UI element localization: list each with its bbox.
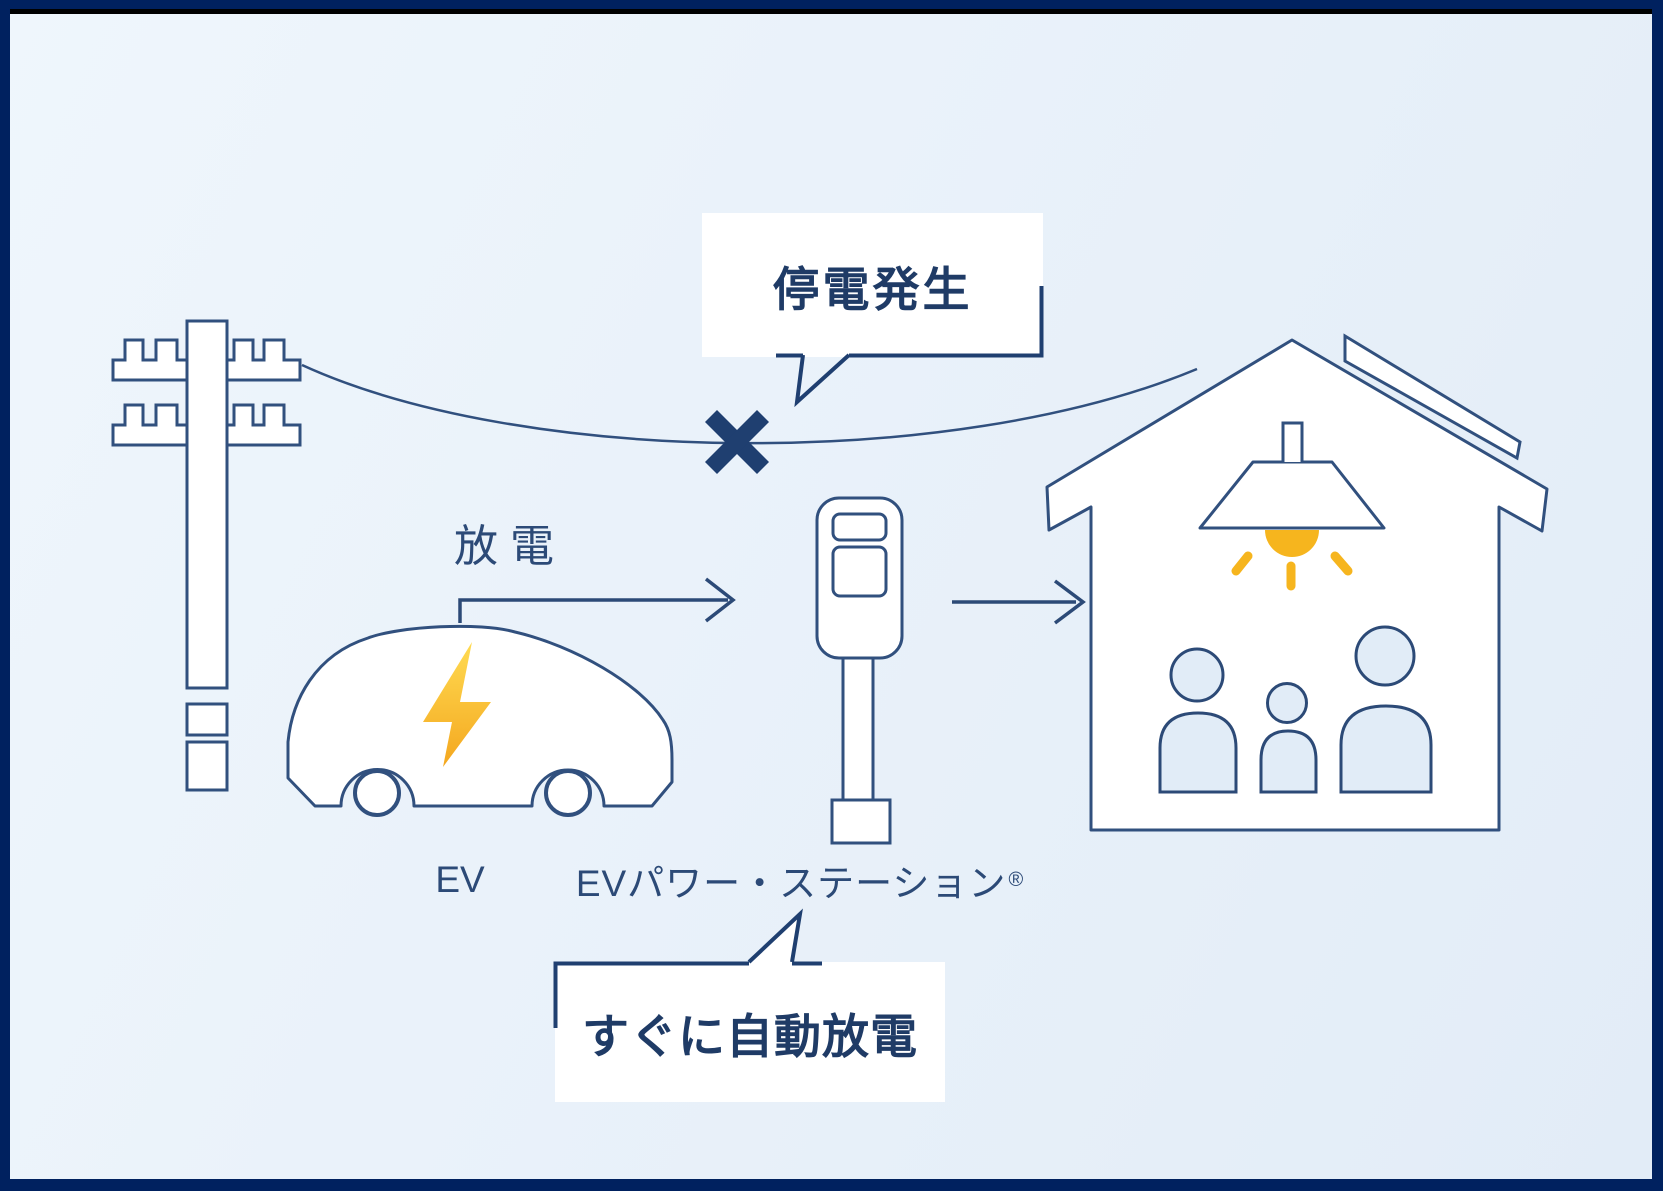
auto-discharge-callout-box: [555, 962, 945, 1102]
utility-pole-icon: [111, 319, 302, 792]
house-outline: [1045, 338, 1549, 832]
auto-discharge-callout-text: すぐに自動放電: [582, 1011, 918, 1064]
ev-car-icon: [286, 624, 674, 817]
ev-power-station-icon: [815, 496, 904, 845]
rear-wheel-icon: [544, 769, 592, 817]
roof-panel-icon: [1343, 333, 1522, 461]
front-wheel-icon: [353, 769, 401, 817]
frame-border-bottom: [0, 1179, 1663, 1191]
top-black-line: [10, 9, 1652, 14]
family-icon: [1158, 625, 1433, 794]
outage-callout-text: 停電発生: [772, 264, 973, 317]
station-label-text: EVパワー・ステーション: [575, 863, 1007, 904]
house-icon: [1045, 333, 1549, 832]
parent-figure: [1158, 647, 1238, 794]
outage-callout-border: [776, 286, 1044, 358]
frame-border-right: [1652, 0, 1663, 1191]
frame-border-left: [0, 0, 10, 1191]
station-label: EVパワー・ステーション®: [565, 858, 1035, 904]
outage-callout-tail: [794, 353, 851, 408]
supply-arrow-icon: [952, 579, 1086, 625]
parent-figure: [1339, 625, 1433, 794]
frame-border-top: [0, 0, 1663, 9]
outage-callout-box: [702, 213, 1043, 357]
lightning-bolt-icon: [423, 642, 491, 767]
outage-callout: [702, 213, 1044, 408]
child-figure: [1259, 682, 1318, 794]
ceiling-lamp-icon: [1198, 421, 1386, 591]
ev-label: EV: [435, 859, 485, 900]
outage-x-icon: [704, 409, 770, 475]
discharge-label: 放電: [454, 522, 566, 571]
discharge-arrow-icon: [458, 577, 736, 623]
auto-discharge-callout-border: [553, 908, 822, 1028]
auto-discharge-callout: [553, 908, 945, 1102]
light-bulb-icon: [1265, 530, 1319, 557]
light-glow-icon: [1231, 551, 1353, 591]
